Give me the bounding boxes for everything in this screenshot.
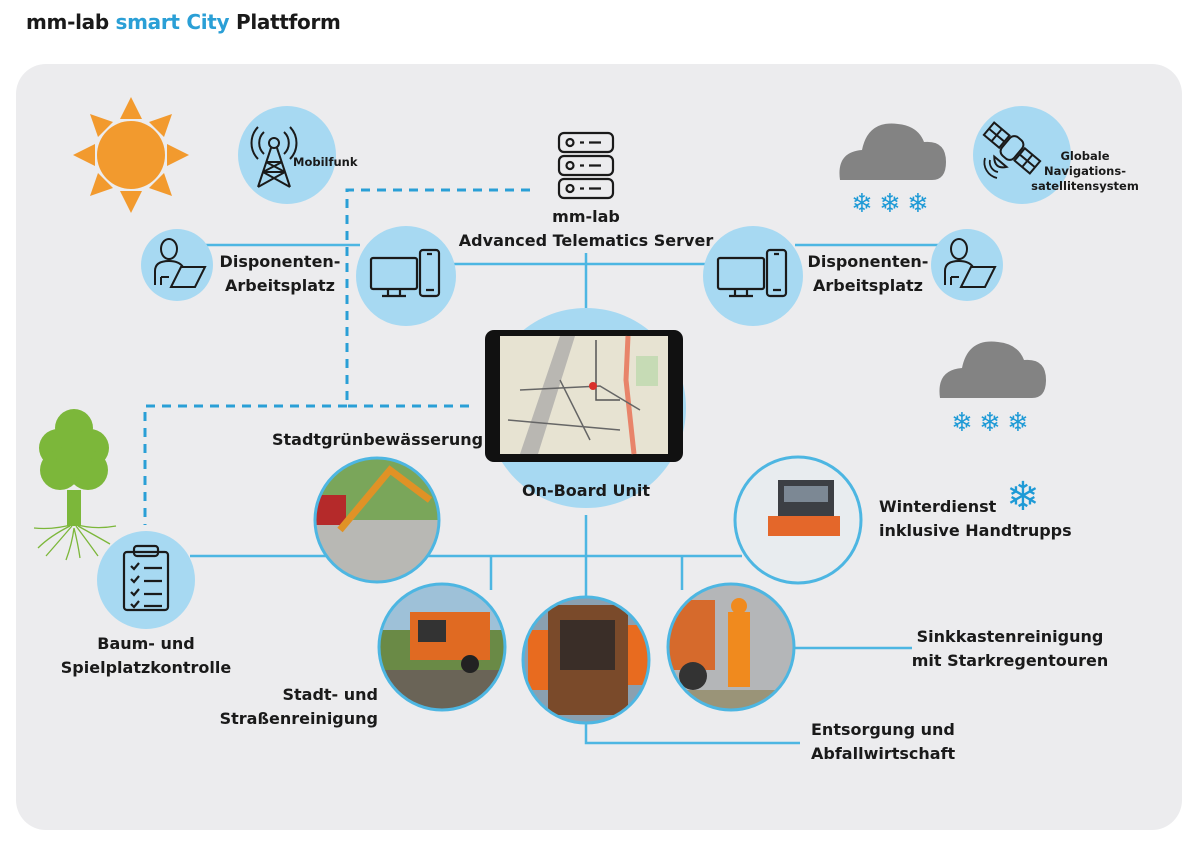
- snowflake-icon: ❄: [1006, 474, 1040, 520]
- satellite-icon: [982, 121, 1042, 175]
- snowflake-icon: ❄: [1007, 408, 1029, 438]
- page-title: mm-lab smart City Plattform: [26, 10, 341, 34]
- dispatcher-icon: [154, 238, 207, 288]
- snowflake-icon: ❄: [879, 189, 901, 219]
- drain-cleaning-photo: [666, 582, 796, 712]
- mobilfunk-label: Mobilfunk: [293, 155, 358, 169]
- snowflake-icon: ❄: [979, 408, 1001, 438]
- mobilfunk-node: [238, 106, 336, 204]
- dispatcher-right-node: [931, 229, 1003, 301]
- snow-cloud-icon: ❄ ❄ ❄: [939, 341, 1046, 438]
- sun-icon: [73, 97, 189, 213]
- tractor-photo: [313, 456, 441, 584]
- stadtgruen-label: Stadtgrünbewässerung: [272, 430, 484, 449]
- connection-lines: [190, 243, 940, 745]
- strassenreinigung-label: Stadt- und Straßenreinigung: [219, 685, 378, 728]
- obu-label: On-Board Unit: [521, 481, 651, 500]
- snowflake-icon: ❄: [851, 189, 873, 219]
- tree-icon: [33, 409, 117, 561]
- computer-devices-icon: [369, 248, 441, 298]
- snowflake-icon: ❄: [951, 408, 973, 438]
- dispatcher-right-label: Disponenten- Arbeitsplatz: [807, 252, 929, 295]
- garbage-truck-photo: [521, 595, 651, 725]
- line-entsorgung: [584, 720, 800, 745]
- server-icon: [557, 131, 615, 200]
- sinkkasten-label: Sinkkastenreinigung mit Starkregentouren: [911, 627, 1109, 670]
- cell-tower-icon: [250, 126, 298, 188]
- server-label: mm-lab Advanced Telematics Server: [458, 207, 714, 250]
- dashed-server-obu: [345, 188, 530, 408]
- dispatcher-icon: [944, 238, 997, 288]
- clipboard-checklist-icon: [122, 544, 170, 612]
- snowplow-photo: [733, 455, 863, 585]
- street-sweeper-photo: [377, 582, 507, 712]
- gnss-node: [973, 106, 1071, 204]
- snow-cloud-icon: ❄ ❄ ❄: [839, 123, 946, 219]
- tablet-map-icon: [485, 330, 683, 462]
- winterdienst-label: Winterdienst inklusive Handtrupps: [879, 497, 1072, 540]
- baum-label: Baum- und Spielplatzkontrolle: [60, 634, 232, 677]
- signal-waves-icon: [983, 157, 999, 179]
- snowflake-icon: ❄: [907, 189, 929, 219]
- computer-devices-icon: [716, 248, 788, 298]
- dispatcher-left-node: [141, 229, 213, 301]
- dashed-to-baum: [143, 404, 347, 525]
- wireless-lines: [143, 188, 530, 525]
- gnss-label: Globale Navigations- satellitensystem: [1031, 149, 1139, 193]
- dispatcher-left-label: Disponenten- Arbeitsplatz: [219, 252, 341, 295]
- entsorgung-label: Entsorgung und Abfallwirtschaft: [811, 720, 956, 763]
